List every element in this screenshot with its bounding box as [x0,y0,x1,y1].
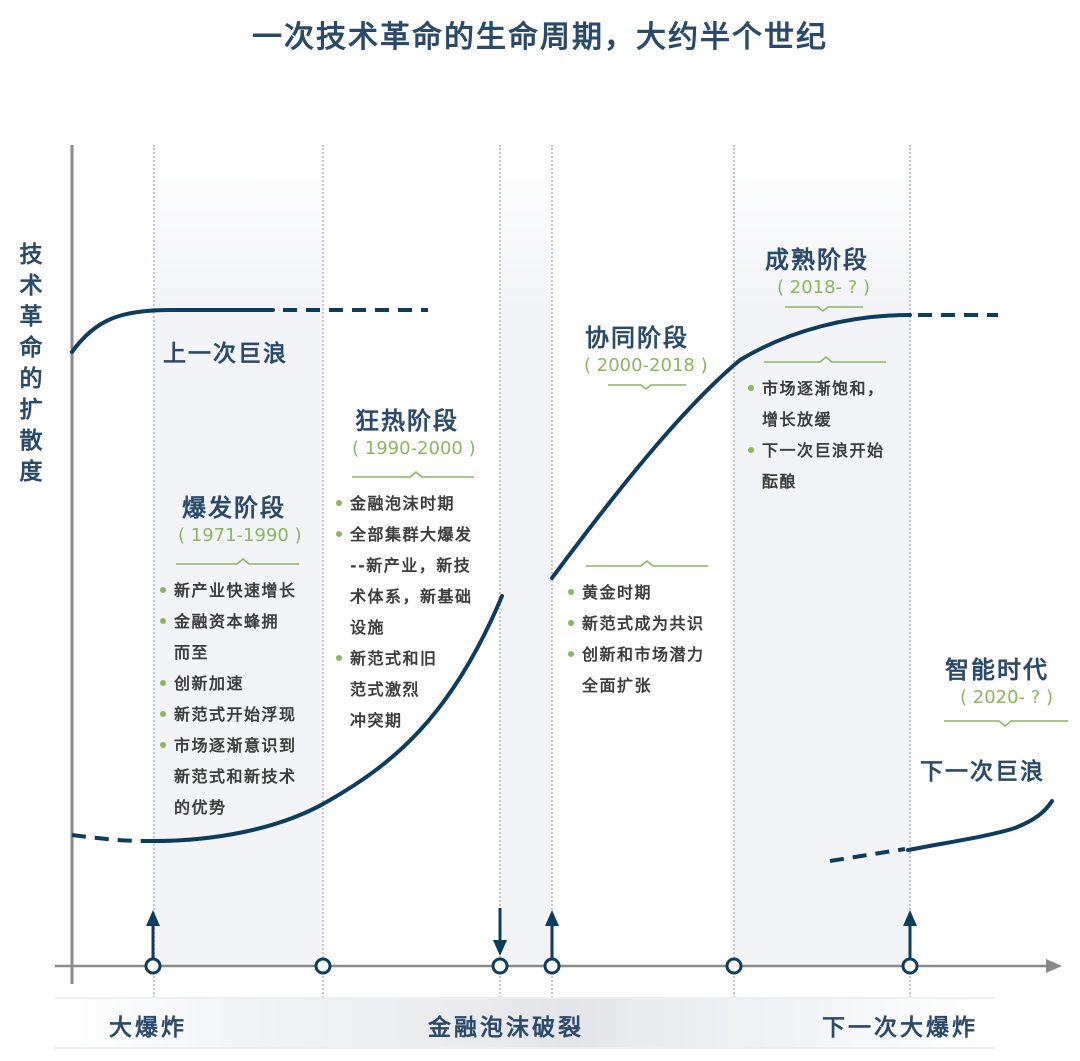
y-axis-char: 命 [19,335,43,361]
timeline-node [314,957,332,975]
timeline-node [144,957,162,975]
bullet-dot-icon [160,680,166,686]
vline-maturity-start [733,145,735,1013]
down-arrow-icon [493,908,507,956]
previous-wave-curve [70,308,275,354]
next-wave-curve [906,799,1054,852]
bullet-dot-icon [336,655,342,661]
phase-title-eruption: 爆发阶段 [182,494,286,522]
y-axis-char: 的 [19,366,43,392]
bullet-dot-icon [336,531,342,537]
bullet-dot-icon [160,618,166,624]
phase-bullets-synergy: 黄金时期 新范式成为共识 创新和市场潜力全面扩张 [568,577,743,701]
phase-title-ai-era: 智能时代 [945,656,1049,684]
up-arrow-icon [545,910,559,958]
phase-years-eruption: ( 1971-1990 ) [178,525,302,546]
bracket-frenzy [352,471,474,478]
y-axis-char: 术 [19,273,43,299]
bullet-item: 黄金时期 [568,577,743,608]
bullet-dot-icon [336,500,342,506]
timeline-node [901,957,919,975]
phase-years-synergy: ( 2000-2018 ) [584,355,708,376]
bracket-synergy-top [608,384,686,390]
bullet-dot-icon [748,385,754,391]
y-axis-char: 扩 [19,397,43,423]
bullet-item: 新范式成为共识 [568,608,743,639]
bullet-item: 创新和市场潜力全面扩张 [568,639,743,701]
bullet-dot-icon [160,742,166,748]
event-band [55,997,995,1049]
bullet-item: 全部集群大爆发--新产业，新技术体系，新基础设施 [336,519,506,643]
bullet-dot-icon [568,651,574,657]
bullet-item: 市场逐渐意识到新范式和新技术的优势 [160,730,330,823]
chart-title: 一次技术革命的生命周期，大约半个世纪 [252,20,828,55]
x-axis-arrow-icon [1046,959,1062,973]
timeline-node [543,957,561,975]
phase-years-maturity: ( 2018- ? ) [777,277,871,298]
phase-title-frenzy: 狂热阶段 [355,407,459,435]
timeline-node [725,957,743,975]
band-maturity [735,145,910,965]
bracket-ai-era [944,720,1068,727]
vline-bubble-burst [499,145,501,1013]
bullet-item: 金融泡沫时期 [336,488,506,519]
bracket-eruption [176,558,299,565]
phase-title-synergy: 协同阶段 [585,324,689,352]
phase-years-ai-era: ( 2020- ? ) [960,687,1054,708]
vline-frenzy-start [322,145,324,1013]
band-eruption [154,145,323,965]
timeline-node [491,957,509,975]
vline-next-big-bang [909,145,911,1013]
y-axis-char: 度 [19,459,43,485]
phase-bullets-maturity: 市场逐渐饱和，增长放缓 下一次巨浪开始酝酿 [748,373,923,497]
bullet-item: 新范式开始浮现 [160,699,330,730]
previous-wave-label: 上一次巨浪 [163,341,288,367]
bullet-item: 创新加速 [160,668,330,699]
event-bubble-burst: 金融泡沫破裂 [428,1015,584,1041]
y-axis-char: 技 [19,242,43,268]
phase-bullets-frenzy: 金融泡沫时期 全部集群大爆发--新产业，新技术体系，新基础设施 新范式和旧范式激… [336,488,506,736]
bullet-item: 金融资本蜂拥而至 [160,606,330,668]
up-arrow-icon [146,910,160,958]
vline-big-bang [153,145,155,1013]
current-wave-installation [143,594,504,844]
y-axis-char: 革 [19,304,43,330]
phase-bullets-eruption: 新产业快速增长 金融资本蜂拥而至 创新加速 新范式开始浮现 市场逐渐意识到新范式… [160,575,330,823]
bracket-maturity-bottom [764,356,886,363]
bullet-dot-icon [748,447,754,453]
phase-years-frenzy: ( 1990-2000 ) [352,438,476,459]
bracket-maturity-top [785,306,863,312]
current-wave-dashed-start [71,833,146,843]
bracket-synergy-bottom [586,560,708,567]
phase-title-maturity: 成熟阶段 [765,246,869,274]
bullet-item: 新产业快速增长 [160,575,330,606]
bullet-item: 市场逐渐饱和，增长放缓 [748,373,923,435]
bullet-dot-icon [568,589,574,595]
next-wave-label: 下一次巨浪 [920,759,1045,785]
bullet-item: 下一次巨浪开始酝酿 [748,435,923,497]
event-next-big-bang: 下一次大爆炸 [822,1015,978,1041]
up-arrow-icon [903,910,917,958]
event-big-bang: 大爆炸 [109,1015,187,1041]
next-wave-dashed [829,847,906,863]
bullet-dot-icon [568,620,574,626]
bullet-dot-icon [160,711,166,717]
y-axis-char: 散 [19,428,43,454]
band-bubble-gap [501,145,552,965]
bullet-dot-icon [160,587,166,593]
current-wave-deployment [550,313,912,580]
y-axis-label: 技 术 革 命 的 扩 散 度 [16,240,46,488]
bullet-item: 新范式和旧范式激烈冲突期 [336,643,506,736]
